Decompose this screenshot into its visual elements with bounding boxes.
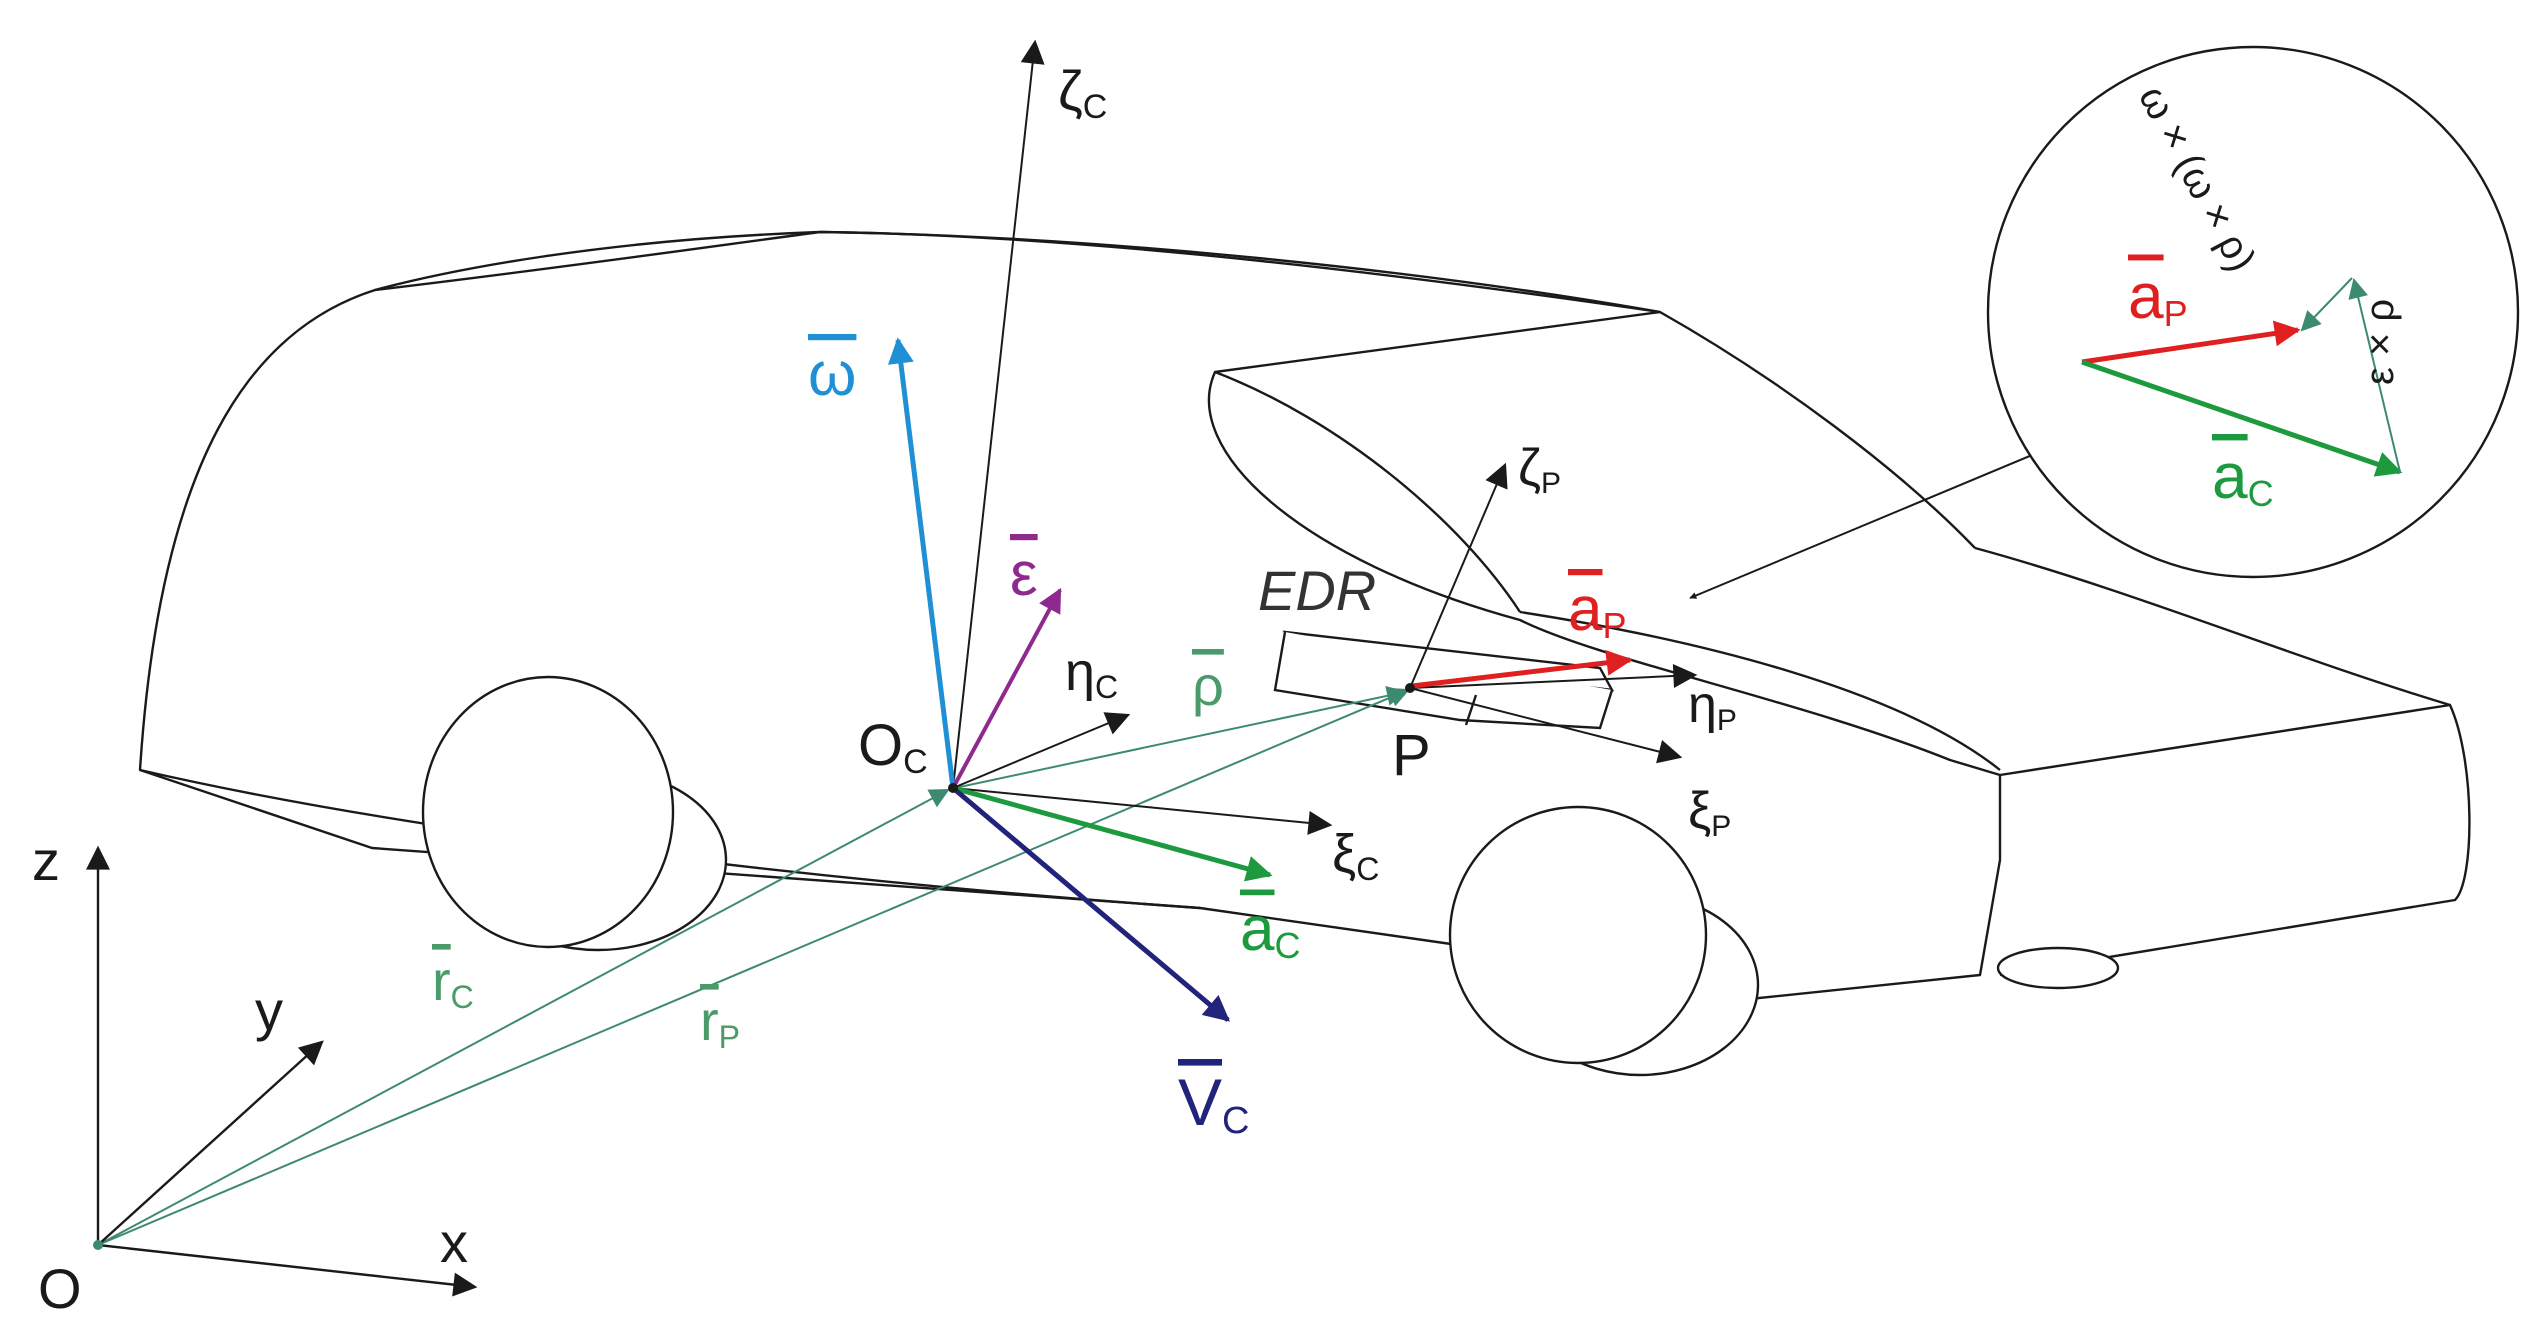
x-axis-label: x (440, 1211, 468, 1274)
zeta-c-label: ζC (1058, 59, 1107, 126)
omega-vector (887, 337, 956, 789)
a-p-vector (1411, 649, 1633, 689)
xi-p-axis (1409, 687, 1683, 764)
r-c-label: rC (432, 949, 474, 1015)
r-p-vector (97, 687, 1410, 1246)
car-front (1999, 703, 2471, 977)
inset-tangential-arrow (2348, 278, 2401, 473)
inset-a-p-label: aP (2128, 260, 2188, 334)
xi-c-axis (952, 787, 1333, 835)
front-wheel (1448, 805, 1708, 1065)
local-axes-p (1409, 462, 1698, 764)
xi-c-label: ξC (1332, 824, 1379, 887)
a-c-label: aC (1240, 895, 1300, 966)
eta-p-label: ηP (1688, 676, 1737, 737)
p-label: P (1392, 723, 1431, 788)
car-windscreen (1214, 370, 1522, 613)
oc-label: OC (858, 713, 928, 781)
p-point (1405, 683, 1415, 693)
wheels (421, 675, 2120, 1077)
z-axis-label: z (32, 829, 60, 892)
origin-dot (93, 1240, 103, 1250)
car-hood-edge (1519, 610, 2001, 771)
oc-point (948, 783, 958, 793)
inset-a-c-label: aC (2212, 440, 2274, 514)
rho-label: ρ (1192, 654, 1224, 717)
zeta-p-axis (1409, 462, 1508, 689)
zeta-p-label: ζP (1518, 439, 1561, 500)
zeta-c-axis (952, 39, 1045, 789)
a-c-vector (952, 785, 1273, 882)
inset-leader-line (1689, 439, 2069, 599)
eta-p-axis (1409, 663, 1698, 689)
y-axis (97, 1040, 324, 1246)
inset-centripetal-arrow (2300, 277, 2353, 332)
omega-label: ω (808, 340, 856, 409)
y-axis-label: y (255, 979, 283, 1042)
far-front-wheel (1996, 946, 2120, 990)
car-outline (138, 230, 2471, 1002)
edr-label: EDR (1258, 559, 1376, 622)
r-c-vector (97, 789, 950, 1246)
v-c-vector (951, 786, 1230, 1022)
a-p-label: aP (1568, 575, 1627, 646)
xi-p-label: ξP (1688, 782, 1731, 843)
v-c-label: VC (1178, 1065, 1249, 1142)
inset-tangential-label: ε × ρ (2358, 299, 2402, 385)
rear-wheel (421, 675, 675, 949)
inset-circle (1986, 45, 2520, 579)
epsilon-vector (951, 587, 1062, 789)
position-vectors (97, 685, 1410, 1246)
rho-vector (954, 685, 1407, 789)
origin-label: O (38, 1257, 82, 1320)
global-axes (86, 845, 478, 1297)
epsilon-label: ε (1010, 540, 1038, 609)
r-p-label: rP (700, 989, 740, 1055)
car-a-pillar (1659, 310, 1976, 549)
inset-a-p-arrow (2081, 320, 2301, 365)
x-axis (97, 1243, 478, 1297)
eta-c-axis (952, 712, 1131, 789)
edr-box-edge (1464, 694, 1478, 726)
inset (1986, 45, 2520, 579)
car-roof (374, 230, 1661, 314)
car-hood (1974, 546, 2451, 707)
local-axes-c (952, 39, 1333, 835)
inset-a-c-arrow (2081, 359, 2403, 477)
eta-c-label: ηC (1065, 642, 1118, 705)
